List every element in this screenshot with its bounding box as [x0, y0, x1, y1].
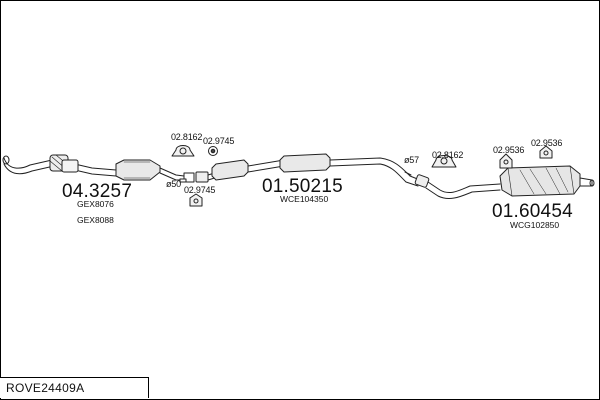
middle-resonator-1-drawing [211, 159, 285, 181]
front-pipe-code-2: GEX8088 [77, 215, 114, 225]
middle-section-code: WCE104350 [280, 194, 329, 204]
fitting-label-f7: 02.9536 [493, 145, 525, 155]
fitting-label-f3: ø50 [166, 179, 181, 189]
hanger-icon-f4 [189, 193, 203, 207]
connector-pipe-drawing [183, 171, 219, 183]
catalyst-drawing [115, 159, 185, 181]
fitting-label-f4: 02.9745 [184, 185, 216, 195]
middle-section-part-number: 01.50215 [262, 176, 343, 197]
fitting-label-f6: 02.8162 [432, 150, 464, 160]
fitting-label-f5: ø57 [404, 155, 419, 165]
rear-pipe-drawing [414, 174, 501, 199]
front-pipe-drawing [2, 154, 117, 177]
reference-number: ROVE24409A [6, 381, 85, 395]
front-pipe-part-number: 04.3257 [62, 181, 133, 202]
gasket-icon-f5 [404, 171, 412, 176]
hanger-icon-f7 [499, 153, 513, 169]
rear-silencer-code: WCG102850 [510, 220, 560, 230]
hanger-icon-f8 [539, 145, 553, 159]
hanger-icon-f2 [208, 146, 218, 156]
fitting-label-f2: 02.9745 [203, 136, 235, 146]
front-pipe-code-1: GEX8076 [77, 199, 114, 209]
fitting-label-f1: 02.8162 [171, 132, 203, 142]
rear-silencer-part-number: 01.60454 [492, 201, 573, 222]
clamp-icon-f6 [431, 155, 457, 168]
gasket-icon-f3 [179, 178, 187, 183]
reference-box: ROVE24409A [0, 377, 149, 398]
rear-silencer-drawing [499, 165, 595, 197]
clamp-icon-f1 [171, 145, 195, 157]
middle-resonator-2-drawing [279, 153, 421, 187]
fitting-label-f8: 02.9536 [531, 138, 563, 148]
